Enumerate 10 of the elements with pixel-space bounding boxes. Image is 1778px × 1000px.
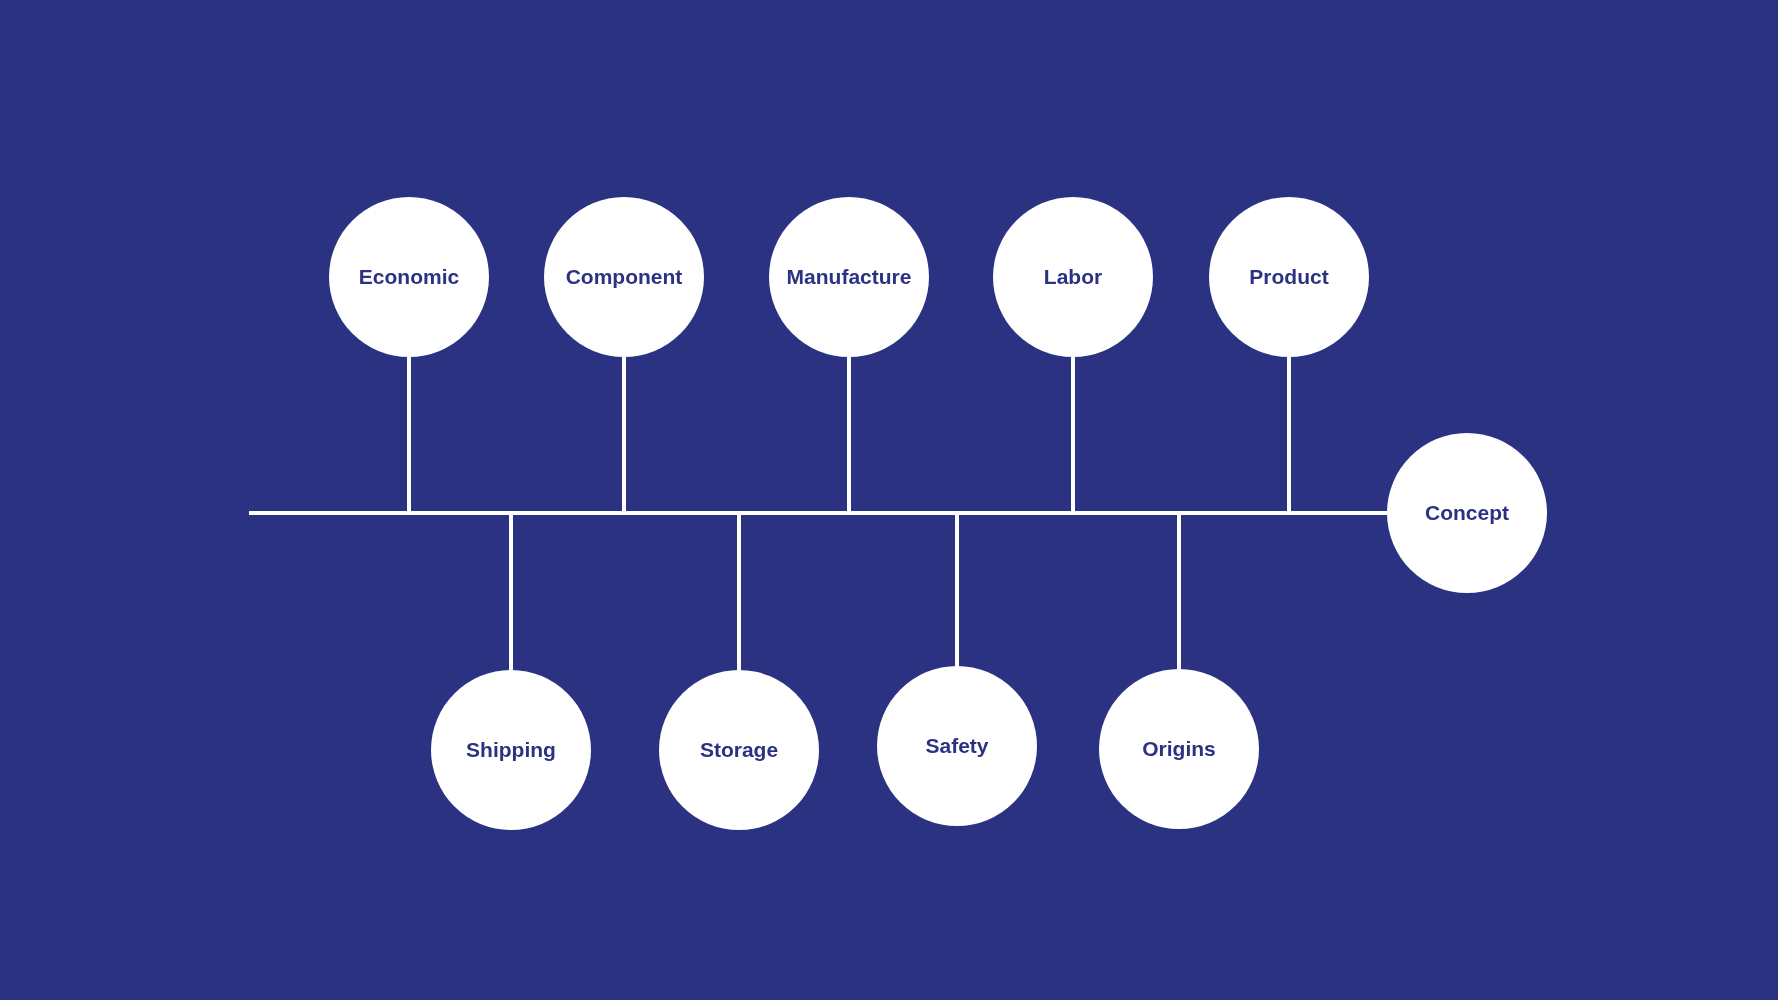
topic-label: Shipping (466, 736, 556, 763)
topic-label: Manufacture (786, 263, 912, 290)
topic-label: Origins (1142, 735, 1216, 762)
topic-label: Economic (358, 263, 460, 290)
topic-label: Concept (1425, 499, 1509, 526)
topic-label: Labor (1043, 263, 1103, 290)
topic-label: Component (565, 263, 683, 290)
topic-label: Product (1249, 263, 1329, 290)
topic-label: Storage (699, 736, 779, 763)
topic-label: Safety (925, 732, 989, 759)
